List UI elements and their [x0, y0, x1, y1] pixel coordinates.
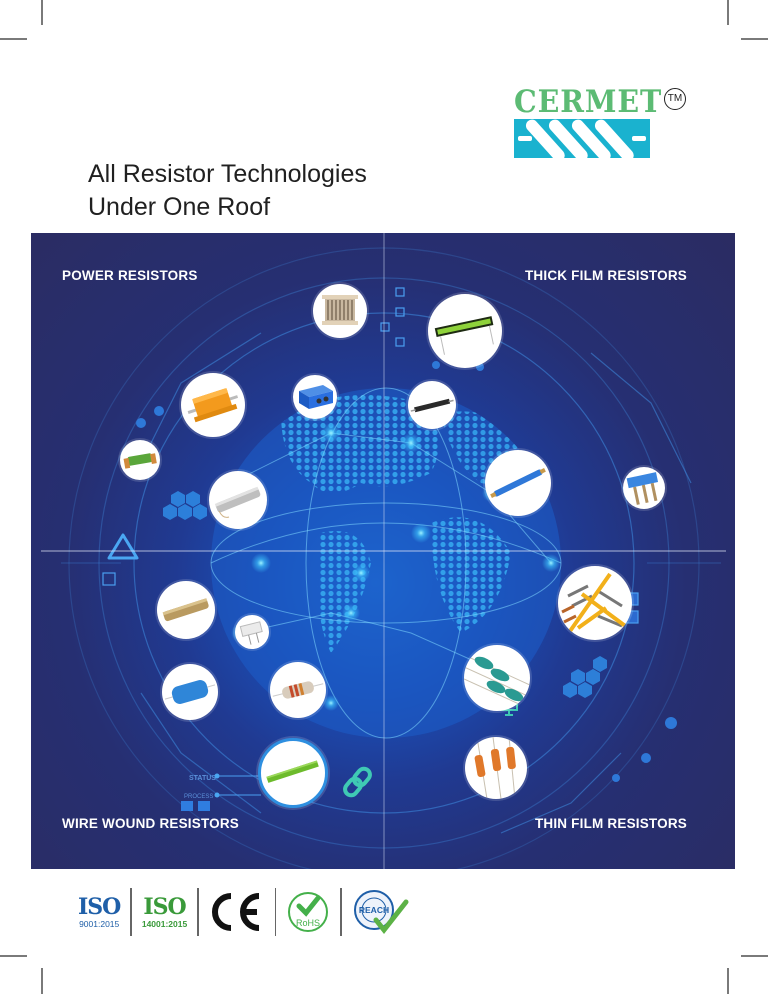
iso-9001-mark: ISO	[78, 893, 121, 920]
crop-mark	[0, 38, 27, 40]
logo-wordmark: CERMET	[514, 84, 663, 120]
rohs-icon: RoHS	[288, 892, 329, 932]
iso-9001-badge: ISO 9001:2015	[78, 893, 121, 929]
ce-mark	[209, 892, 265, 932]
product-orange-metal-film-resistors[interactable]	[465, 737, 527, 799]
crop-mark	[727, 968, 729, 994]
product-green-ceramic-resistor[interactable]	[120, 440, 160, 480]
category-power-resistors[interactable]: POWER RESISTORS	[62, 268, 198, 283]
product-teal-thin-film-resistors[interactable]	[464, 645, 530, 711]
crop-mark	[0, 955, 27, 957]
iso-9001-standard: 9001:2015	[79, 918, 120, 929]
cermet-logo: CERMET	[514, 84, 663, 158]
crop-mark	[741, 38, 768, 40]
product-blue-enclosure-resistor[interactable]	[293, 375, 337, 419]
product-blue-long-thick-film-resistor[interactable]	[485, 450, 551, 516]
headline-line-1: All Resistor Technologies	[88, 160, 367, 188]
page-headline: All Resistor Technologies Under One Roof	[88, 158, 367, 224]
product-gold-wire-wound-resistor[interactable]	[157, 581, 215, 639]
cert-divider	[274, 888, 277, 936]
product-resistor-bank[interactable]	[313, 284, 367, 338]
crop-mark	[41, 968, 43, 994]
product-aluminium-clad-resistor[interactable]	[181, 373, 245, 437]
product-blue-network-resistor[interactable]	[623, 467, 665, 509]
hud-status-label: STATUS	[189, 775, 216, 782]
product-silver-tubular-resistor[interactable]	[209, 471, 267, 529]
trademark-symbol: TM	[664, 88, 686, 110]
category-wire-wound-resistors[interactable]: WIRE WOUND RESISTORS	[62, 816, 240, 831]
svg-text:RoHS: RoHS	[296, 918, 320, 928]
product-black-thick-film-resistor[interactable]	[408, 381, 456, 429]
globe-tech-background: STATUS PROCESS	[41, 233, 726, 869]
certification-strip: ISO 9001:2015 ISO 14001:2015 RoHS REACH	[78, 884, 410, 940]
product-taped-thin-film-resistors[interactable]	[558, 566, 632, 640]
category-thin-film-resistors[interactable]: THIN FILM RESISTORS	[534, 816, 687, 831]
iso-14001-mark: ISO	[143, 893, 186, 920]
ce-icon	[211, 893, 259, 931]
reach-badge: REACH	[352, 888, 410, 936]
cert-divider	[197, 888, 199, 936]
resistor-technologies-panel: STATUS PROCESS POWER RESISTORS THICK FIL…	[31, 233, 735, 869]
logo-resistor-mark	[514, 119, 650, 158]
product-green-long-wire-wound-resistor[interactable]	[258, 738, 328, 808]
crop-mark	[741, 955, 768, 957]
iso-14001-badge: ISO 14001:2015	[142, 896, 187, 929]
cert-divider	[130, 888, 132, 936]
cert-divider	[340, 888, 342, 936]
iso-14001-standard: 14001:2015	[141, 918, 188, 929]
reach-icon: REACH	[353, 890, 409, 935]
crop-mark	[41, 0, 43, 25]
rohs-badge: RoHS	[286, 890, 330, 934]
headline-line-2: Under One Roof	[88, 193, 271, 221]
product-blue-axial-wire-wound-resistor[interactable]	[162, 664, 218, 720]
product-thick-film-sip-resistor[interactable]	[428, 294, 502, 368]
product-ceramic-cement-resistor[interactable]	[235, 615, 269, 649]
product-beige-banded-resistor[interactable]	[270, 662, 326, 718]
hud-process-label: PROCESS	[184, 794, 213, 800]
category-thick-film-resistors[interactable]: THICK FILM RESISTORS	[524, 268, 687, 283]
svg-text:REACH: REACH	[359, 905, 389, 915]
crop-mark	[727, 0, 729, 25]
